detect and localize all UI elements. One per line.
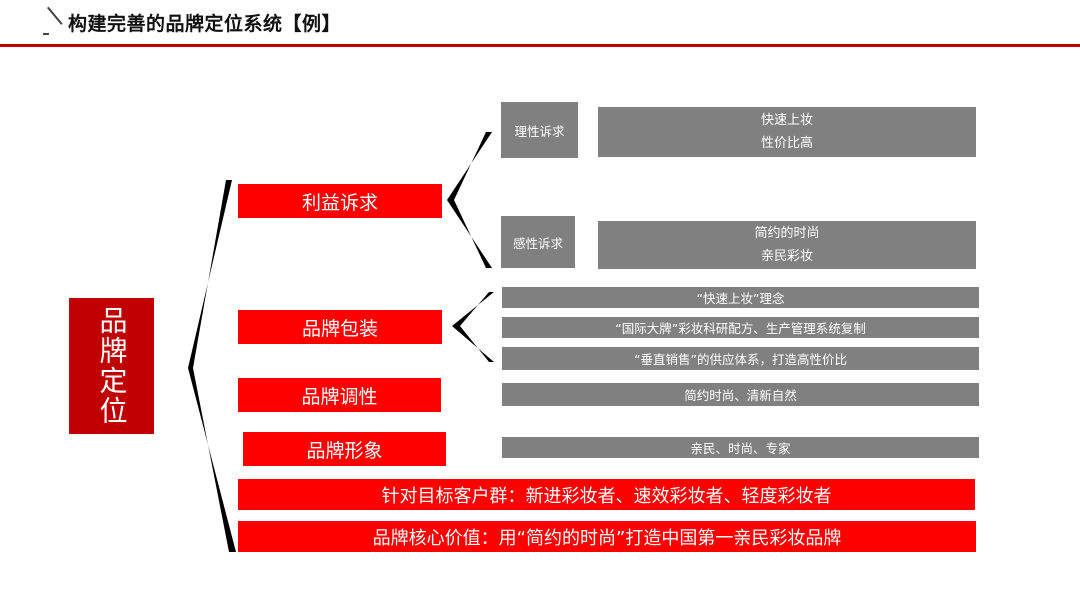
rational-detail-line-1: 快速上妆 [760, 113, 813, 128]
main-bracket [188, 180, 236, 552]
brand-packaging-box: 品牌包装 [238, 310, 442, 344]
packaging-item-1: “快速上妆”理念 [502, 287, 979, 308]
brand-image-box: 品牌形象 [243, 432, 446, 466]
packaging-item-3: “垂直销售”的供应体系，打造高性价比 [502, 347, 979, 370]
brand-tone-desc: 简约时尚、清新自然 [502, 383, 979, 406]
emotional-detail-line-2: 亲民彩妆 [760, 249, 813, 264]
emotional-detail-line-1: 简约的时尚 [754, 226, 820, 241]
rational-appeal-box: 理性诉求 [501, 102, 578, 158]
emotional-appeal-detail: 简约的时尚 亲民彩妆 [598, 221, 976, 269]
corner-decoration-dash [43, 33, 49, 35]
core-value-bar: 品牌核心价值：用“简约的时尚”打造中国第一亲民彩妆品牌 [238, 521, 976, 552]
packaging-item-2: “国际大牌”彩妆科研配方、生产管理系统复制 [502, 317, 979, 338]
benefit-bracket [447, 132, 492, 268]
brand-image-desc: 亲民、时尚、专家 [502, 437, 979, 458]
packaging-bracket [452, 292, 494, 362]
page-title: 构建完善的品牌定位系统【例】 [68, 13, 342, 35]
brand-positioning-box: 品牌定位 [69, 298, 154, 434]
benefit-appeal-box: 利益诉求 [238, 184, 442, 218]
title-underline [0, 44, 1080, 47]
emotional-appeal-box: 感性诉求 [501, 216, 575, 268]
rational-appeal-detail: 快速上妆 性价比高 [598, 107, 976, 157]
rational-detail-line-2: 性价比高 [760, 136, 813, 151]
target-customer-bar: 针对目标客户群：新进彩妆者、速效彩妆者、轻度彩妆者 [238, 479, 975, 510]
brand-positioning-label: 品牌定位 [95, 306, 129, 426]
brand-tone-box: 品牌调性 [238, 378, 441, 412]
